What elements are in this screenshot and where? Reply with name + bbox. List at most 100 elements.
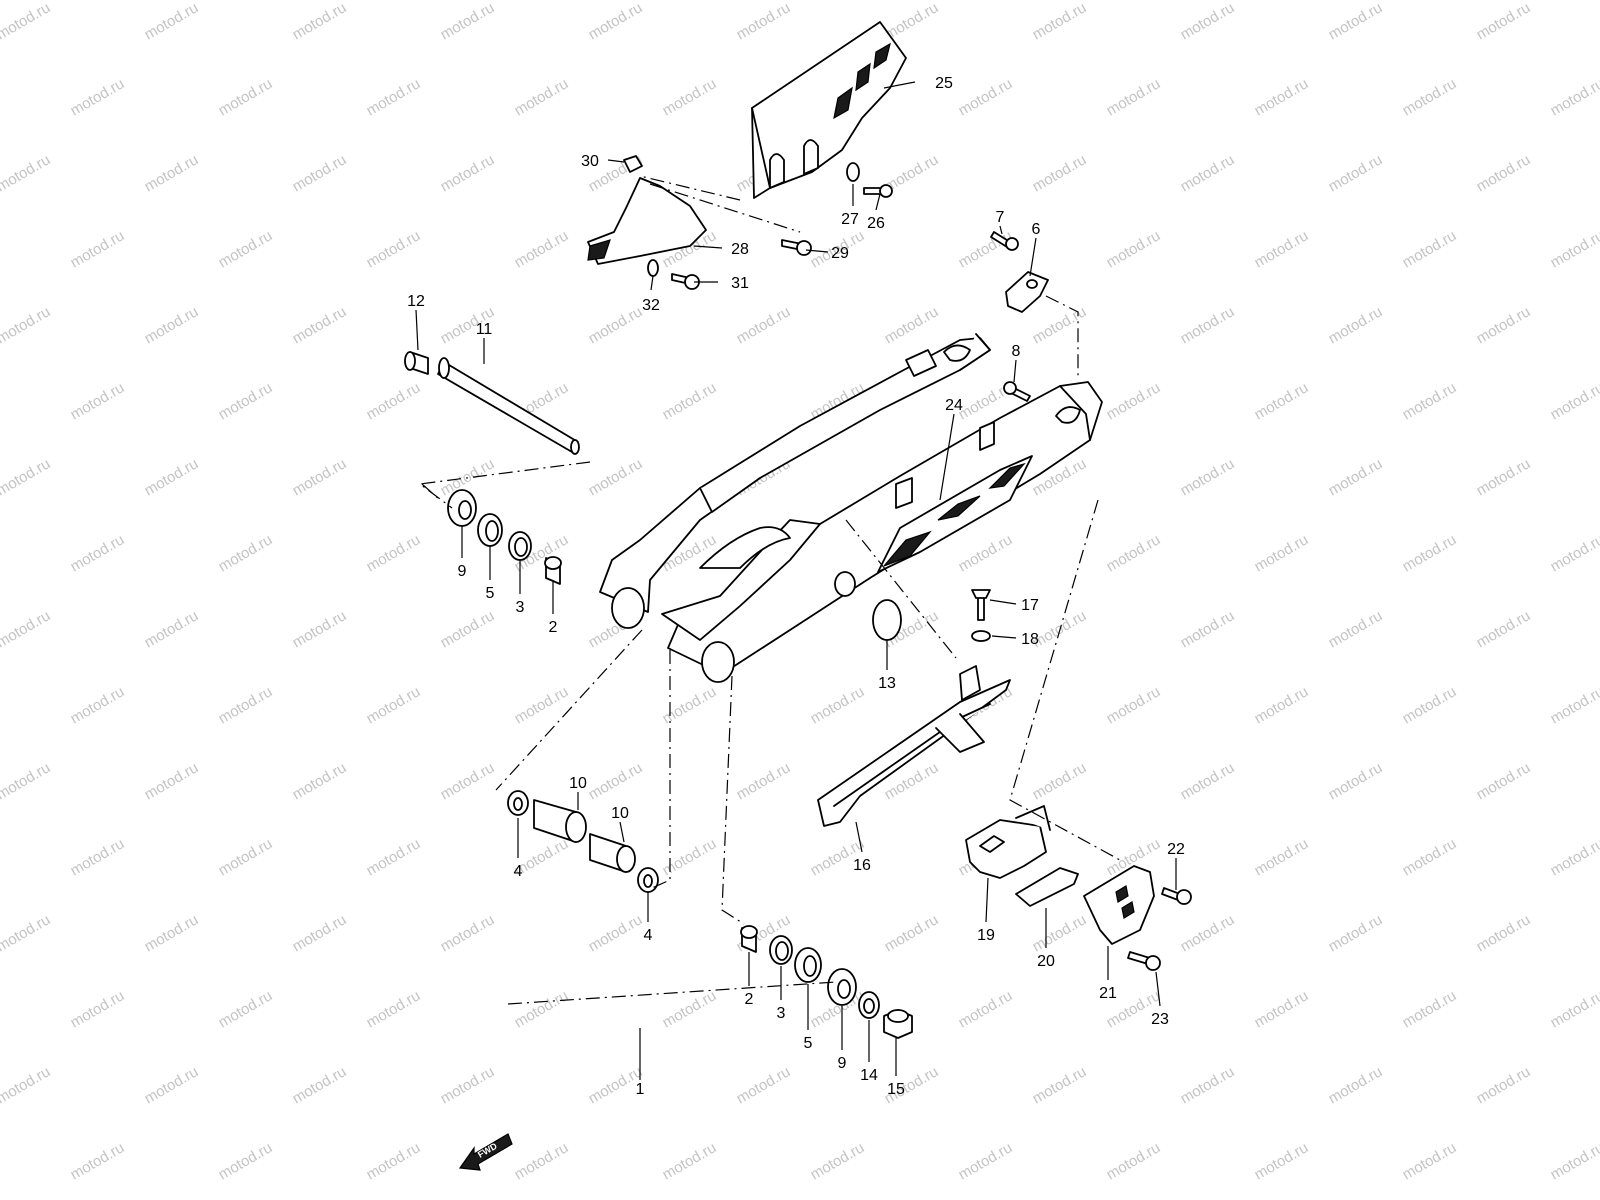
bolt-8 bbox=[1003, 381, 1031, 402]
watermark-text: motod.ru bbox=[1400, 379, 1460, 423]
watermark-text: motod.ru bbox=[1030, 151, 1090, 195]
callout-20: 20 bbox=[1037, 953, 1055, 970]
watermark-text: motod.ru bbox=[660, 379, 720, 423]
watermark-text: motod.ru bbox=[1178, 0, 1238, 43]
watermark-text: motod.ru bbox=[1400, 835, 1460, 879]
callout-29: 29 bbox=[831, 245, 849, 262]
watermark-text: motod.ru bbox=[1178, 607, 1238, 651]
callout-27: 27 bbox=[841, 211, 859, 228]
watermark-text: motod.ru bbox=[216, 227, 276, 271]
watermark-text: motod.ru bbox=[216, 531, 276, 575]
callout-9: 9 bbox=[838, 1055, 847, 1072]
watermark-text: motod.ru bbox=[142, 759, 202, 803]
nut-15 bbox=[883, 1009, 913, 1039]
seal-5-lower bbox=[794, 947, 822, 983]
watermark-text: motod.ru bbox=[1252, 987, 1312, 1031]
callout-5: 5 bbox=[804, 1035, 813, 1052]
spacer-2-upper bbox=[544, 556, 562, 585]
watermark-text: motod.ru bbox=[1326, 911, 1386, 955]
watermark-text: motod.ru bbox=[290, 455, 350, 499]
bracket-6 bbox=[1005, 271, 1049, 313]
callout-23: 23 bbox=[1151, 1011, 1169, 1028]
chain-guard-25 bbox=[751, 21, 907, 199]
watermark-text: motod.ru bbox=[290, 1063, 350, 1107]
watermark-text: motod.ru bbox=[1400, 1139, 1460, 1183]
callout-3: 3 bbox=[516, 599, 525, 616]
callout-10: 10 bbox=[611, 805, 629, 822]
watermark-text: motod.ru bbox=[1400, 987, 1460, 1031]
watermark-text: motod.ru bbox=[1104, 683, 1164, 727]
callout-2: 2 bbox=[549, 619, 558, 636]
watermark-text: motod.ru bbox=[1252, 835, 1312, 879]
callout-31: 31 bbox=[731, 275, 749, 292]
watermark-text: motod.ru bbox=[1326, 455, 1386, 499]
watermark-text: motod.ru bbox=[142, 455, 202, 499]
callout-12: 12 bbox=[407, 293, 425, 310]
watermark-text: motod.ru bbox=[734, 0, 794, 43]
washer-14 bbox=[858, 991, 880, 1019]
watermark-text: motod.ru bbox=[0, 607, 53, 651]
watermark-text: motod.ru bbox=[68, 683, 128, 727]
callout-18: 18 bbox=[1021, 631, 1039, 648]
watermark-text: motod.ru bbox=[1400, 531, 1460, 575]
watermark-text: motod.ru bbox=[1474, 911, 1534, 955]
watermark-text: motod.ru bbox=[660, 1139, 720, 1183]
watermark-text: motod.ru bbox=[1474, 151, 1534, 195]
watermark-text: motod.ru bbox=[1474, 1063, 1534, 1107]
callout-11: 11 bbox=[476, 321, 493, 338]
callout-17: 17 bbox=[1021, 597, 1039, 614]
fwd-arrow-icon: FWD bbox=[458, 1133, 513, 1171]
watermark-text: motod.ru bbox=[1030, 1063, 1090, 1107]
watermark-text: motod.ru bbox=[68, 379, 128, 423]
watermark-text: motod.ru bbox=[438, 0, 498, 43]
watermark-text: motod.ru bbox=[1252, 1139, 1312, 1183]
washer-32 bbox=[647, 259, 659, 277]
watermark-text: motod.ru bbox=[1474, 303, 1534, 347]
washer-27 bbox=[846, 162, 860, 182]
leader-lines bbox=[415, 81, 1177, 1080]
watermark-text: motod.ru bbox=[142, 0, 202, 43]
chain-guide-19 bbox=[965, 805, 1051, 879]
screw-29 bbox=[781, 239, 812, 256]
watermark-text: motod.ru bbox=[0, 0, 53, 43]
watermark-text: motod.ru bbox=[1326, 0, 1386, 43]
watermark-text: motod.ru bbox=[882, 303, 942, 347]
watermark-text: motod.ru bbox=[1030, 0, 1090, 43]
watermark-text: motod.ru bbox=[1326, 759, 1386, 803]
spacer-2-lower bbox=[740, 925, 758, 953]
watermark-text: motod.ru bbox=[1548, 987, 1600, 1031]
watermark-text: motod.ru bbox=[142, 911, 202, 955]
washer-18 bbox=[971, 630, 991, 642]
watermark-text: motod.ru bbox=[68, 227, 128, 271]
chain-case-28 bbox=[587, 155, 707, 265]
watermark-text: motod.ru bbox=[0, 911, 53, 955]
watermark-text: motod.ru bbox=[68, 531, 128, 575]
watermark-text: motod.ru bbox=[1178, 1063, 1238, 1107]
watermark-text: motod.ru bbox=[1252, 75, 1312, 119]
watermark-text: motod.ru bbox=[68, 1139, 128, 1183]
watermark-text: motod.ru bbox=[364, 379, 424, 423]
callout-25: 25 bbox=[935, 75, 953, 92]
watermark-text: motod.ru bbox=[290, 607, 350, 651]
watermark-text: motod.ru bbox=[956, 75, 1016, 119]
watermark-text: motod.ru bbox=[438, 151, 498, 195]
watermark-text: motod.ru bbox=[216, 835, 276, 879]
watermark-text: motod.ru bbox=[290, 911, 350, 955]
callout-16: 16 bbox=[853, 857, 871, 874]
callout-24: 24 bbox=[945, 397, 963, 414]
watermark-text: motod.ru bbox=[1326, 1063, 1386, 1107]
watermark-text: motod.ru bbox=[1178, 759, 1238, 803]
watermark-text: motod.ru bbox=[1178, 303, 1238, 347]
watermark-text: motod.ru bbox=[1400, 683, 1460, 727]
watermark-text: motod.ru bbox=[438, 759, 498, 803]
watermark-text: motod.ru bbox=[0, 759, 53, 803]
watermark-text: motod.ru bbox=[1548, 531, 1600, 575]
watermark-text: motod.ru bbox=[364, 683, 424, 727]
watermark-text: motod.ru bbox=[1252, 227, 1312, 271]
watermark-text: motod.ru bbox=[0, 455, 53, 499]
bolt-22 bbox=[1161, 887, 1192, 905]
cap-13 bbox=[872, 599, 902, 641]
watermark-text: motod.ru bbox=[1548, 683, 1600, 727]
watermark-text: motod.ru bbox=[142, 151, 202, 195]
callout-5: 5 bbox=[486, 585, 495, 602]
